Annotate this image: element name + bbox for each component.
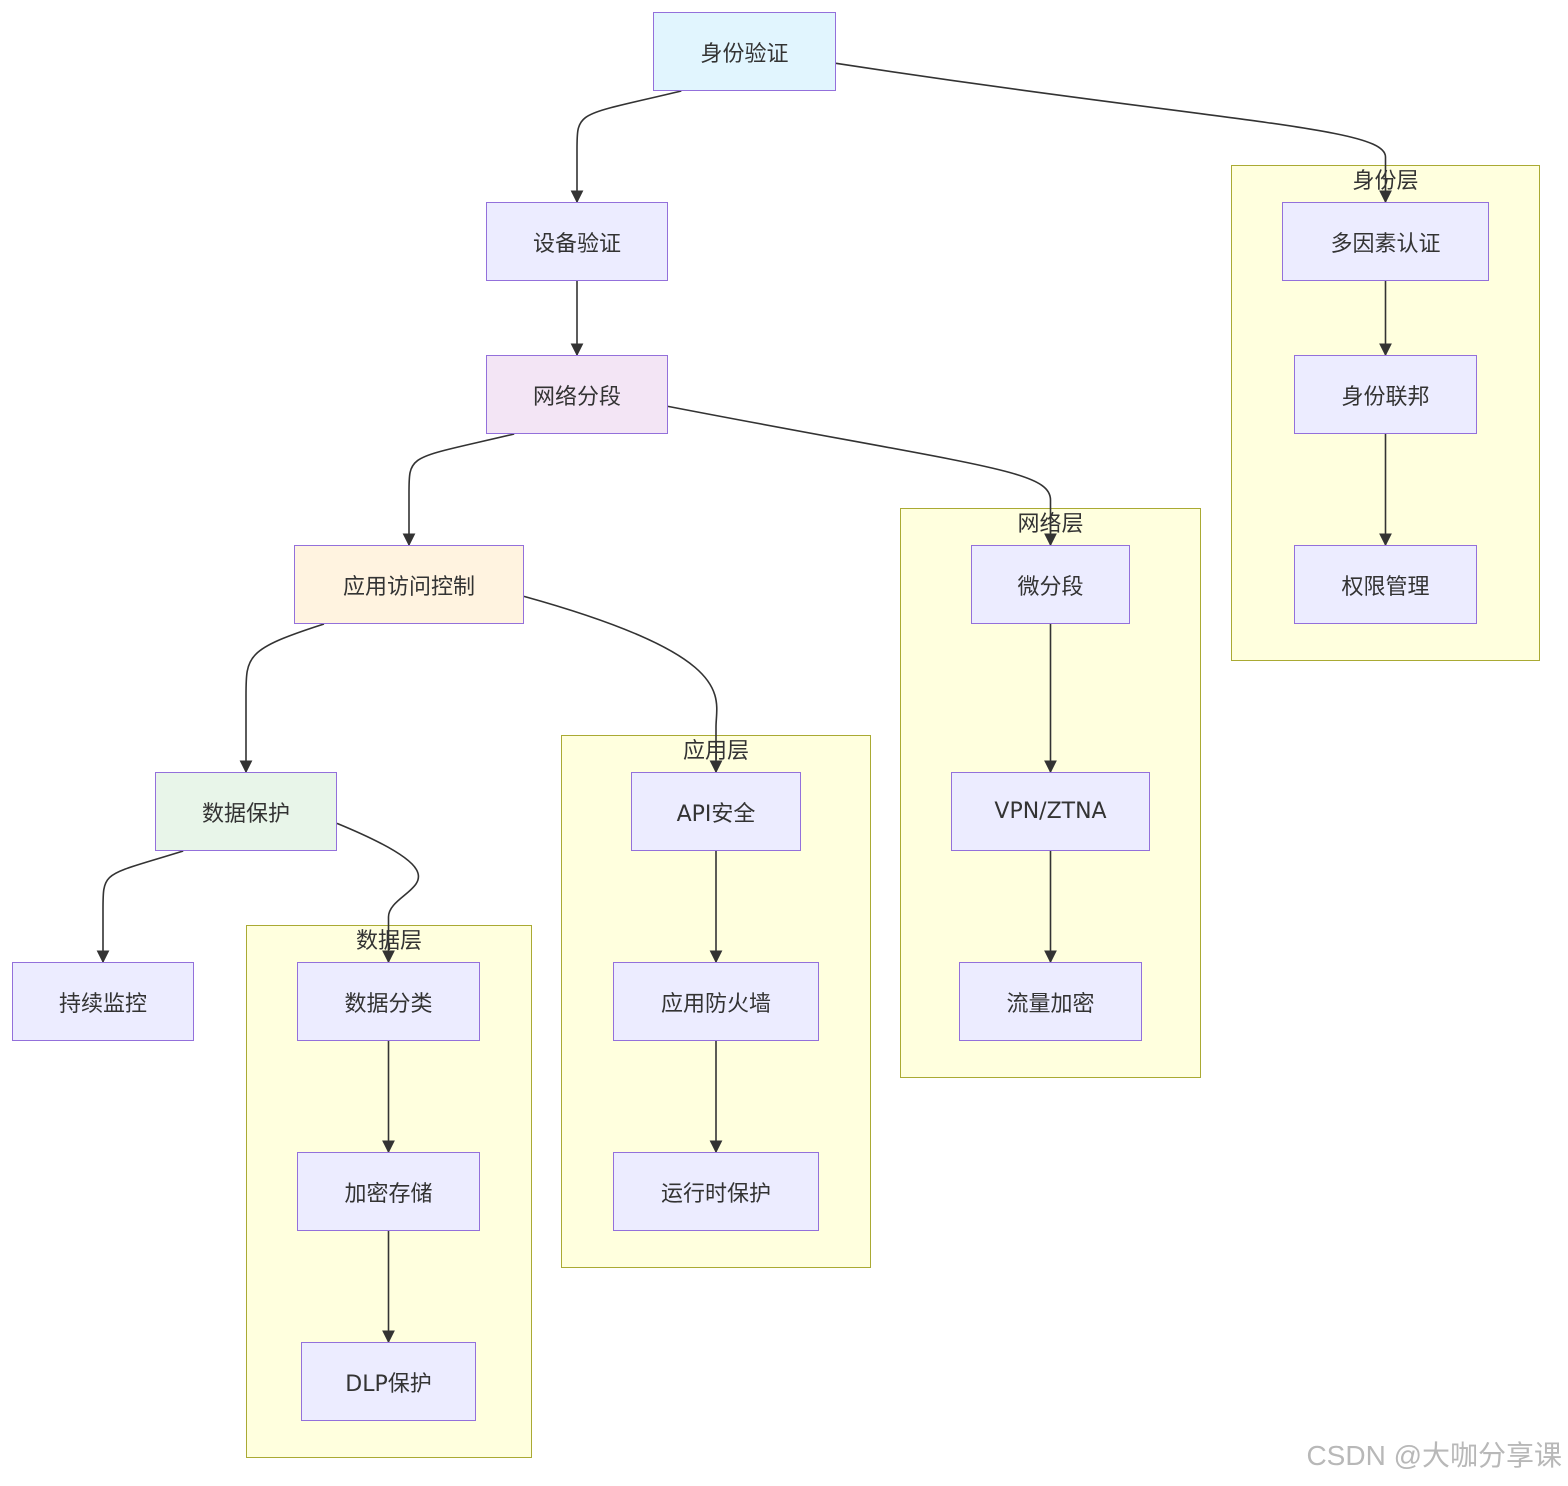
- node-micro-segmentation-label: 微分段: [1017, 574, 1084, 600]
- edge-app_access-to-data_protect: [239, 623, 325, 774]
- node-data-protection-label: 数据保护: [201, 801, 290, 827]
- node-vpn-ztna-label: VPN/ZTNA: [994, 799, 1107, 824]
- node-dlp-protection: DLP保护: [301, 1342, 476, 1421]
- node-api-security-label: API安全: [676, 801, 756, 827]
- node-identity-federation: 身份联邦: [1294, 355, 1477, 434]
- node-encrypted-storage: 加密存储: [297, 1152, 480, 1231]
- edge-identity_verify-to-mfa: [835, 62, 1392, 204]
- node-api-security: API安全: [631, 772, 801, 851]
- node-network-segment: 网络分段: [486, 355, 668, 434]
- node-app-firewall-label: 应用防火墙: [660, 991, 771, 1017]
- node-data-protection: 数据保护: [155, 772, 337, 851]
- node-permission-management-label: 权限管理: [1341, 574, 1430, 600]
- node-dlp-protection-label: DLP保护: [345, 1371, 432, 1397]
- node-mfa: 多因素认证: [1282, 202, 1489, 281]
- node-data-classification-label: 数据分类: [344, 991, 433, 1017]
- node-runtime-protection: 运行时保护: [613, 1152, 819, 1231]
- node-identity-verify: 身份验证: [653, 12, 836, 91]
- node-app-access-control: 应用访问控制: [294, 545, 524, 624]
- edge-data_protect-to-continuous_monitor: [96, 850, 184, 964]
- node-device-verify-label: 设备验证: [532, 231, 621, 257]
- node-vpn-ztna: VPN/ZTNA: [951, 772, 1150, 851]
- node-encrypted-storage-label: 加密存储: [344, 1181, 433, 1207]
- node-micro-segmentation: 微分段: [971, 545, 1130, 624]
- node-app-firewall: 应用防火墙: [613, 962, 819, 1041]
- edge-data_protect-to-data_classify: [336, 822, 420, 964]
- node-identity-verify-label: 身份验证: [700, 41, 789, 67]
- edge-network_segment-to-app_access: [402, 433, 515, 547]
- node-traffic-encryption-label: 流量加密: [1006, 991, 1095, 1017]
- edge-network_segment-to-micro_segment: [667, 405, 1057, 547]
- node-continuous-monitoring-label: 持续监控: [58, 991, 147, 1017]
- edge-app_access-to-api_security: [523, 595, 723, 774]
- node-app-access-control-label: 应用访问控制: [342, 574, 475, 600]
- edge-identity_verify-to-device_verify: [570, 90, 682, 204]
- node-network-segment-label: 网络分段: [532, 384, 621, 410]
- watermark: CSDN @大咖分享课: [1306, 1440, 1562, 1471]
- node-traffic-encryption: 流量加密: [959, 962, 1142, 1041]
- node-continuous-monitoring: 持续监控: [12, 962, 194, 1041]
- node-identity-federation-label: 身份联邦: [1341, 384, 1430, 410]
- node-permission-management: 权限管理: [1294, 545, 1477, 624]
- node-runtime-protection-label: 运行时保护: [660, 1181, 771, 1207]
- node-device-verify: 设备验证: [486, 202, 668, 281]
- node-data-classification: 数据分类: [297, 962, 480, 1041]
- node-mfa-label: 多因素认证: [1330, 231, 1441, 257]
